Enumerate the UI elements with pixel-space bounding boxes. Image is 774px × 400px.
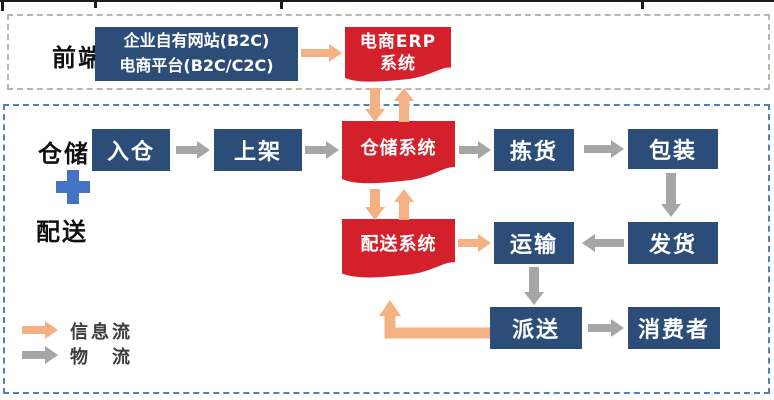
top-tick bbox=[641, 0, 644, 9]
frontend-section-frame bbox=[7, 14, 770, 90]
legend-info-flow-arrow-icon bbox=[22, 321, 58, 339]
node-sales-channels: 企业自有网站(B2C) 电商平台(B2C/C2C) bbox=[95, 27, 298, 81]
node-dispatch: 派送 bbox=[490, 307, 582, 349]
top-border-line bbox=[0, 0, 774, 2]
wave-shape-icon bbox=[345, 27, 451, 82]
arrow-inbound-to-shelving-icon bbox=[176, 141, 210, 159]
plus-icon bbox=[56, 170, 90, 204]
arrow-shelving-to-wms-icon bbox=[305, 141, 339, 159]
warehouse-delivery-section-frame bbox=[3, 104, 770, 394]
erp-label-line1: 电商ERP bbox=[359, 31, 437, 52]
node-consumer: 消费者 bbox=[628, 307, 720, 349]
arrow-dispatch-to-consumer-icon bbox=[588, 319, 624, 337]
arrow-shipping-to-transport-icon bbox=[582, 234, 624, 252]
arrow-wms-to-erp-up-icon bbox=[394, 88, 414, 122]
legend-info-flow-label: 信息流 bbox=[70, 322, 133, 343]
warehouse-system-label: 仓储系统 bbox=[360, 138, 437, 160]
wave-shape-icon bbox=[342, 219, 455, 278]
node-inbound: 入仓 bbox=[92, 129, 170, 171]
node-transport: 运输 bbox=[494, 222, 574, 264]
node-warehouse-system: 仓储系统 bbox=[342, 121, 455, 187]
top-tick bbox=[94, 0, 97, 8]
channel-line-marketplace: 电商平台(B2C/C2C) bbox=[119, 56, 274, 75]
erp-label-line2: 系统 bbox=[380, 54, 416, 74]
arrow-dispatch-to-tms-elbow-icon bbox=[379, 300, 490, 339]
arrow-tms-to-transport-icon bbox=[458, 234, 491, 252]
node-picking: 拣货 bbox=[494, 129, 574, 171]
plus-icon-bar bbox=[67, 170, 79, 204]
arrow-wms-to-tms-down-icon bbox=[365, 189, 385, 220]
arrow-wms-to-picking-icon bbox=[459, 141, 491, 159]
warehouse-section-label: 仓储 bbox=[38, 140, 90, 168]
arrow-packing-to-shipping-icon bbox=[661, 173, 681, 217]
top-tick bbox=[1, 0, 4, 11]
arrow-tms-to-wms-up-icon bbox=[394, 189, 414, 220]
arrow-transport-to-dispatch-icon bbox=[524, 267, 544, 305]
node-packing: 包装 bbox=[628, 129, 718, 169]
arrow-picking-to-packing-icon bbox=[584, 140, 624, 158]
node-shipping: 发货 bbox=[628, 222, 718, 264]
channel-line-own-website: 企业自有网站(B2C) bbox=[123, 31, 270, 51]
legend-logistics-arrow-icon bbox=[22, 346, 58, 364]
node-erp-system: 电商ERP 系统 bbox=[345, 27, 451, 85]
erp-system-label: 电商ERP 系统 bbox=[345, 27, 451, 79]
arrow-erp-to-wms-down-icon bbox=[365, 88, 385, 122]
arrow-channels-to-erp-icon bbox=[301, 44, 342, 62]
delivery-system-label: 配送系统 bbox=[360, 234, 437, 256]
wave-shape-icon bbox=[342, 121, 455, 184]
delivery-section-label: 配送 bbox=[36, 218, 88, 246]
legend-logistics-label: 物 流 bbox=[70, 347, 133, 368]
node-shelving: 上架 bbox=[214, 129, 302, 171]
node-delivery-system: 配送系统 bbox=[342, 219, 455, 281]
top-tick bbox=[280, 0, 283, 9]
frontend-section-label: 前端 bbox=[52, 44, 104, 72]
